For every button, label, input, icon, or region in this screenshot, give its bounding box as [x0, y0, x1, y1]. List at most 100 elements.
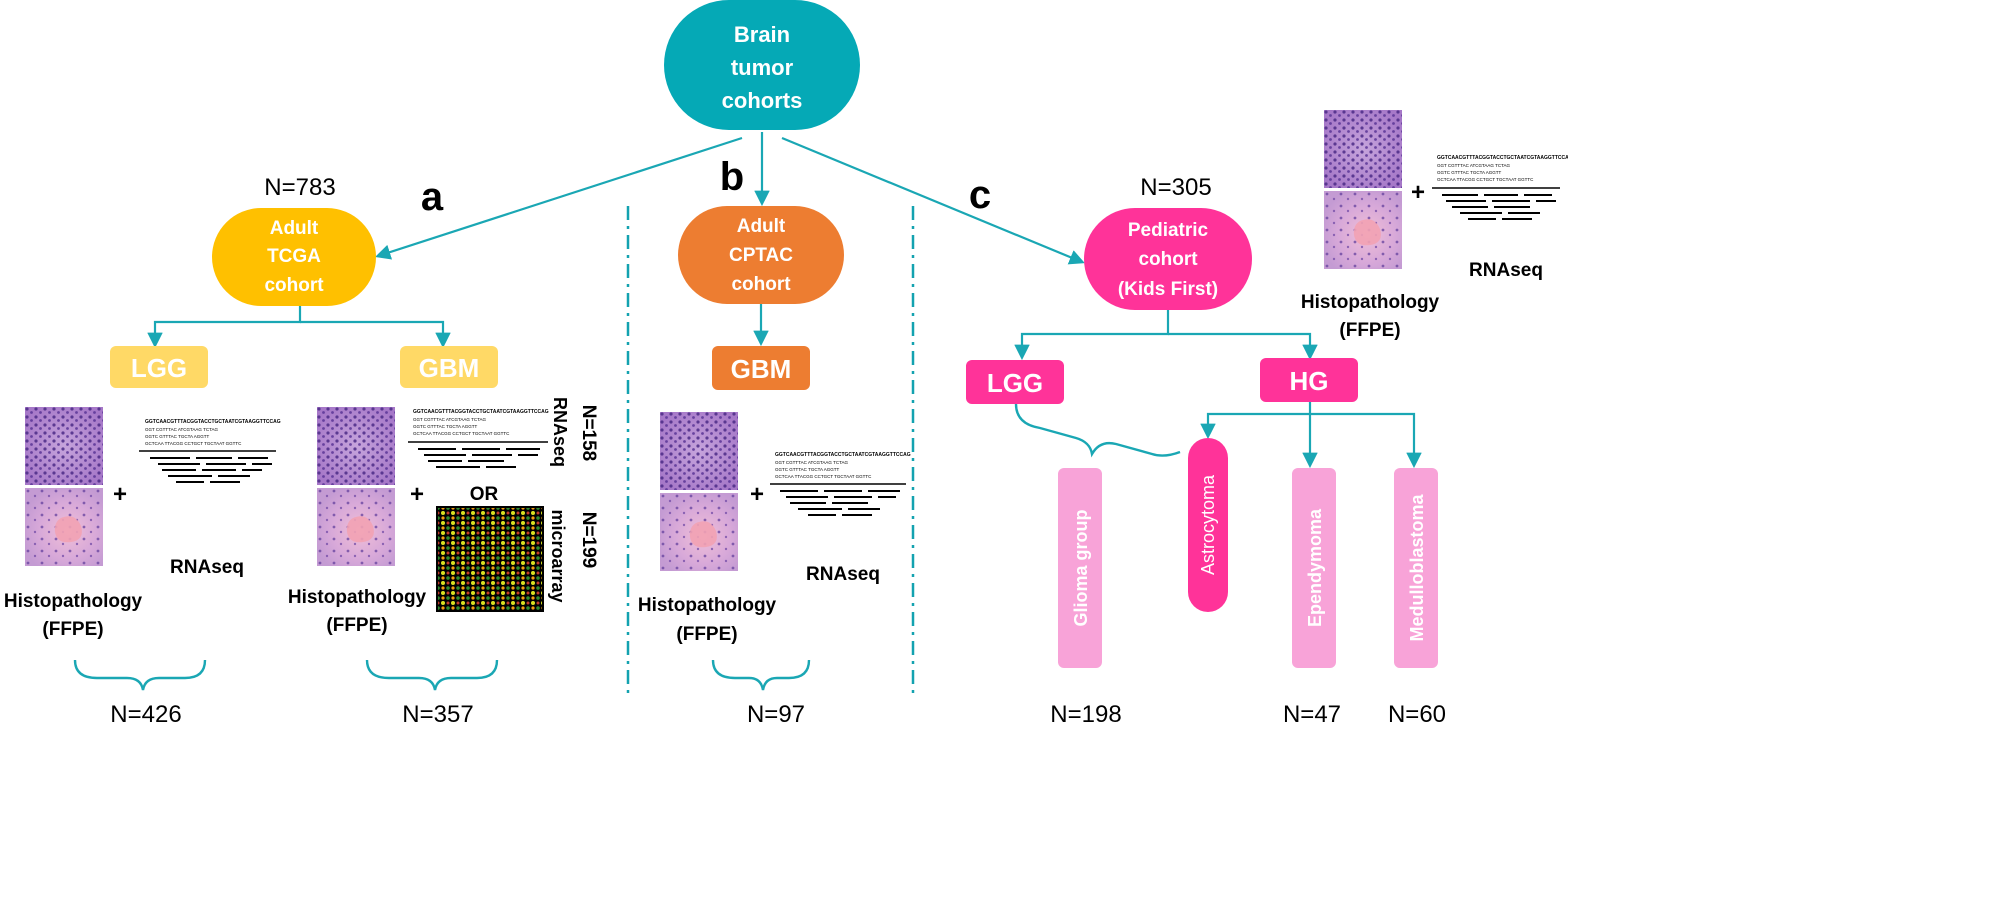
- cptac-cohort-label-line-2: CPTAC: [729, 245, 793, 266]
- diagram-canvas: Brain tumor cohorts a N=783 Adult TCGA c…: [4, 0, 1568, 728]
- subtype-medulloblastoma: Medulloblastoma: [1394, 468, 1438, 668]
- sequence-line: GGT CGTTTAC ATCGTAAG TCTAG: [1437, 163, 1511, 168]
- section-a-total-count: N=783: [264, 174, 335, 201]
- tcga-branch-connectors: [147, 306, 451, 349]
- sequence-line: GCTCAA TTACGG CCTGCT TGCTAAT GGTTC: [775, 474, 872, 479]
- histopathology-label-a-gbm: Histopathology: [288, 587, 427, 608]
- subtype-ependymoma-label: Ependymoma: [1305, 508, 1325, 627]
- subtype-glioma-group-label: Glioma group: [1071, 509, 1091, 626]
- section-a: a N=783 Adult TCGA cohort LGG GBM + GGTC…: [4, 174, 599, 728]
- plus-sign-c: +: [1411, 179, 1425, 206]
- kids-first-imagery: [1324, 110, 1402, 269]
- rnaseq-rotated-label: RNAseq: [550, 397, 570, 467]
- arrow-to-kids-first: [781, 136, 1085, 265]
- rnaseq-label-b-gbm: RNAseq: [806, 564, 880, 585]
- plus-sign-b-gbm: +: [750, 481, 764, 508]
- hg-branch-connectors: [1200, 402, 1422, 469]
- section-c-letter: c: [969, 173, 991, 217]
- tcga-cohort-label-line-3: cohort: [264, 275, 324, 296]
- root-label-line-3: cohorts: [722, 88, 803, 113]
- group-a-lgg: LGG: [110, 346, 208, 388]
- tcga-cohort-label-line-1: Adult: [270, 218, 319, 239]
- count-a-gbm: N=357: [402, 701, 473, 728]
- section-a-letter: a: [421, 175, 444, 219]
- group-c-lgg-label: LGG: [987, 368, 1043, 398]
- brace-c-lgg: [1014, 403, 1181, 458]
- group-a-gbm-label: GBM: [419, 353, 480, 383]
- cptac-cohort-label-line-3: cohort: [731, 274, 791, 295]
- brace-a-gbm: [365, 659, 499, 691]
- group-c-hg: HG: [1260, 358, 1358, 402]
- root-node: Brain tumor cohorts: [664, 0, 860, 130]
- group-c-lgg: LGG: [966, 360, 1064, 404]
- group-c-hg-label: HG: [1290, 366, 1329, 396]
- section-b-letter: b: [720, 155, 744, 199]
- sequence-line: GGTCAACGTTTACGGTACCTGCTAATCGTAAGGTTCCAG: [775, 452, 911, 458]
- count-b-gbm: N=97: [747, 701, 805, 728]
- plus-sign-a-lgg: +: [113, 481, 127, 508]
- ffpe-label-c: (FFPE): [1339, 320, 1400, 341]
- group-a-gbm: GBM: [400, 346, 498, 388]
- kids-first-label-line-2: cohort: [1138, 249, 1198, 270]
- sequence-line: GGT CGTTTAC ATCGTAAG TCTAG: [775, 460, 849, 465]
- rnaseq-count-rotated: N=158: [578, 405, 599, 462]
- cptac-cohort-label-line-1: Adult: [737, 216, 786, 237]
- count-c-glioma: N=198: [1050, 701, 1121, 728]
- root-label-line-2: tumor: [731, 55, 794, 80]
- microarray-rotated-label: microarray: [548, 509, 568, 602]
- subtype-glioma-group: Glioma group: [1058, 468, 1102, 668]
- histology-image-b-gbm: [660, 412, 738, 571]
- plus-sign-a-gbm: +: [410, 481, 424, 508]
- sequence-graphic-a-lgg: GGTCAACGTTTACGGTACCTGCTAATCGTAAGGTTCCAG …: [139, 419, 281, 483]
- sequence-line: GGTC GTTTAC TGCTA AGGTT: [413, 424, 478, 429]
- count-c-medulloblastoma: N=60: [1388, 701, 1446, 728]
- cptac-cohort-node: Adult CPTAC cohort: [678, 206, 844, 304]
- ffpe-label-a-gbm: (FFPE): [326, 615, 387, 636]
- histopathology-label-a-lgg: Histopathology: [4, 591, 143, 612]
- sequence-line: GGTC GTTTAC TGCTA AGGTT: [1437, 170, 1502, 175]
- tcga-cohort-node: Adult TCGA cohort: [212, 208, 376, 306]
- subtype-medulloblastoma-label: Medulloblastoma: [1407, 494, 1427, 642]
- microarray-image: [436, 506, 544, 612]
- tcga-cohort-label-line-2: TCGA: [267, 246, 321, 267]
- rnaseq-label-c: RNAseq: [1469, 260, 1543, 281]
- section-c-total-count: N=305: [1140, 174, 1211, 201]
- rnaseq-label-a-lgg: RNAseq: [170, 557, 244, 578]
- sequence-line: GGTCAACGTTTACGGTACCTGCTAATCGTAAGGTTCCAG: [1437, 155, 1568, 161]
- subtype-astrocytoma-label: Astrocytoma: [1198, 474, 1218, 575]
- kids-first-label-line-3: (Kids First): [1118, 279, 1218, 300]
- ffpe-label-b-gbm: (FFPE): [676, 624, 737, 645]
- brace-a-lgg: [73, 659, 207, 691]
- microarray-count-rotated: N=199: [578, 512, 599, 569]
- count-a-lgg: N=426: [110, 701, 181, 728]
- subtype-astrocytoma: Astrocytoma: [1188, 438, 1228, 612]
- group-b-gbm-label: GBM: [731, 354, 792, 384]
- sequence-graphic-b-gbm: GGTCAACGTTTACGGTACCTGCTAATCGTAAGGTTCCAG …: [770, 452, 911, 516]
- section-b: b Adult CPTAC cohort GBM + GGTCAACGTTTAC…: [638, 155, 911, 728]
- count-c-ependymoma: N=47: [1283, 701, 1341, 728]
- sequence-line: GGTCAACGTTTACGGTACCTGCTAATCGTAAGGTTCCAG: [413, 409, 549, 415]
- root-label-line-1: Brain: [734, 22, 790, 47]
- root-connectors: [375, 132, 1085, 265]
- ffpe-label-a-lgg: (FFPE): [42, 619, 103, 640]
- kids-first-cohort-node: Pediatric cohort (Kids First): [1084, 208, 1252, 310]
- sequence-graphic-c: GGTCAACGTTTACGGTACCTGCTAATCGTAAGGTTCCAG …: [1432, 155, 1568, 220]
- sequence-line: GGTC GTTTAC TGCTA AGGTT: [775, 467, 840, 472]
- kids-first-label-line-1: Pediatric: [1128, 220, 1209, 241]
- sequence-line: GCTCAA TTACGG CCTGCT TGCTAAT GGTTC: [413, 431, 510, 436]
- or-label: OR: [470, 484, 499, 505]
- histopathology-label-c: Histopathology: [1301, 292, 1440, 313]
- histopathology-label-b-gbm: Histopathology: [638, 595, 777, 616]
- sequence-line: GCTCAA TTACGG CCTGCT TGCTAAT GGTTC: [1437, 177, 1534, 182]
- arrow-to-tcga: [375, 136, 743, 260]
- sequence-line: GGT CGTTTAC ATCGTAAG TCTAG: [145, 427, 219, 432]
- sequence-line: GGTC GTTTAC TGCTA AGGTT: [145, 434, 210, 439]
- sequence-graphic-a-gbm: GGTCAACGTTTACGGTACCTGCTAATCGTAAGGTTCCAG …: [408, 409, 549, 468]
- subtype-ependymoma: Ependymoma: [1292, 468, 1336, 668]
- kids-first-branch-connectors: [1014, 310, 1318, 361]
- brace-b-gbm: [711, 659, 811, 691]
- group-a-lgg-label: LGG: [131, 353, 187, 383]
- sequence-line: GGT CGTTTAC ATCGTAAG TCTAG: [413, 417, 487, 422]
- histology-image-a-lgg: [25, 407, 103, 566]
- sequence-line: GCTCAA TTACGG CCTGCT TGCTAAT GGTTC: [145, 441, 242, 446]
